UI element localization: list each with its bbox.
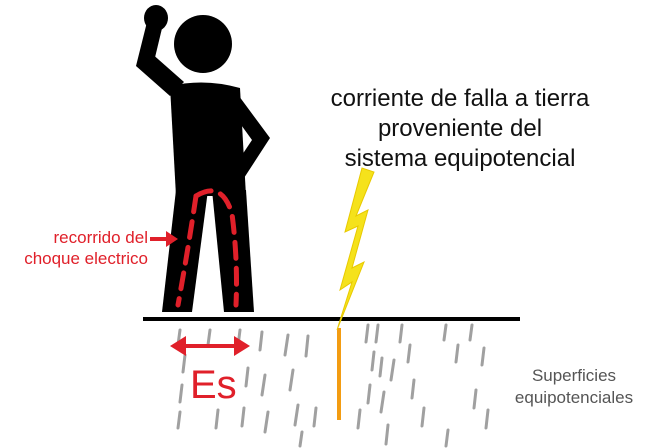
caption-line: corriente de falla a tierra: [330, 85, 590, 112]
shock-path-label-line: recorrido del: [53, 228, 149, 247]
equipotential-surfaces-label: Superficies equipotenciales: [494, 365, 654, 409]
shock-path: [175, 188, 239, 308]
fault-current-caption: corriente de falla a tierra proveniente …: [320, 84, 600, 174]
person-silhouette-icon: [136, 5, 270, 312]
shock-path-label: recorrido del choque electrico: [4, 227, 148, 269]
equipotential-lines: [176, 323, 490, 448]
surfaces-label-line: Superficies: [531, 366, 617, 385]
step-voltage-arrow: [170, 336, 250, 356]
caption-line: sistema equipotencial: [344, 145, 576, 172]
shock-path-label-line: choque electrico: [24, 249, 148, 268]
surfaces-label-line: equipotenciales: [514, 388, 634, 407]
lightning-bolt-icon: [336, 167, 375, 331]
step-voltage-label: Es: [190, 363, 237, 407]
caption-line: proveniente del: [377, 115, 543, 142]
shock-path-arrow: [150, 231, 178, 247]
